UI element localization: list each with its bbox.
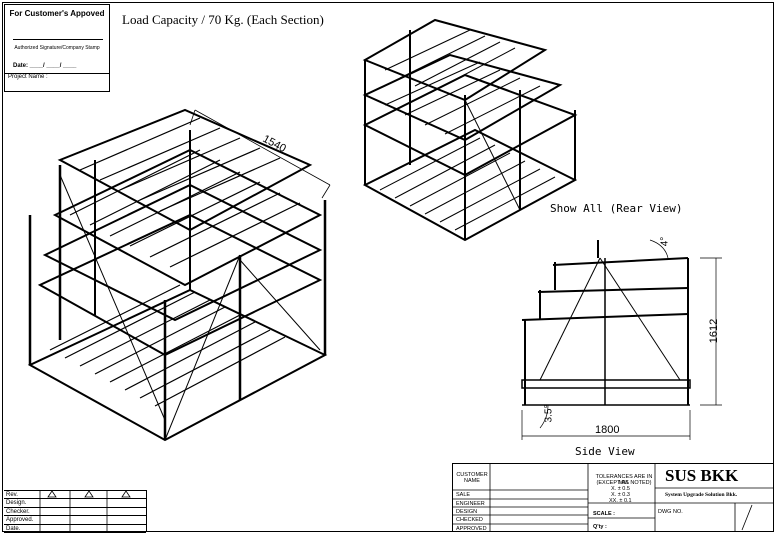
engineer-label: ENGINEER [456,501,485,507]
design-label: DESIGN [456,509,478,515]
company-logo: SUS BKK [665,466,739,485]
rear-view [362,18,578,242]
title-block-lines [452,463,774,532]
tolerance-xx: X. ± 0.3 [611,492,630,498]
side-view [521,239,722,440]
scale-label: SCALE : [593,511,615,517]
rev-row: Checker. [6,508,30,515]
title-block: CUSTOMER NAME SALE ENGINEER DESIGN CHECK… [452,463,774,532]
approval-title: For Customer's Appoved [9,9,105,18]
side-view-label: Side View [575,445,635,458]
tolerances-title: TOLERANCES ARE IN MM. [595,474,653,486]
customer-name-label: CUSTOMER NAME [456,472,488,484]
dimension-top-angle: 4° [659,236,671,247]
rev-row: Rev. [6,492,18,498]
approved-label: APPROVED [456,526,487,532]
dimension-height: 1612 [708,318,721,344]
customer-approval-box: For Customer's Appoved Authorized Signat… [4,4,110,92]
tolerance-x: X. ± 0.5 [611,486,630,492]
tolerance-xxx: XX. ± 0.1 [609,498,632,504]
company-full-name: System Upgrade Solution Bkk. [665,492,738,498]
sale-label: SALE [456,492,471,498]
tolerances-sub: (EXCEPT AS NOTED) [596,480,652,486]
date-label: Date: ____/ ____/ ____ [13,63,77,69]
dimension-bottom-angle: 3.5° [543,404,555,423]
revision-lines [39,490,131,532]
rev-row: Date. [6,525,21,532]
rear-view-label: Show All (Rear View) [550,202,683,215]
signature-line [13,39,103,40]
checked-label: CHECKED [456,517,483,523]
rev-row: Design. [6,500,27,507]
qty-label: Q'ty : [593,524,607,530]
project-name-label: Project Name : [5,73,109,80]
signature-label: Authorized Signature/Company Stamp [14,45,100,51]
rev-row: Approved. [6,517,34,524]
dimension-width: 1800 [595,424,620,436]
load-capacity-note: Load Capacity / 70 Kg. (Each Section) [122,12,324,27]
revision-block: Rev. Design. Checker. Approved. Date. [4,490,147,533]
isometric-view [27,108,331,442]
dwg-no-label: DWG NO. [658,509,683,515]
